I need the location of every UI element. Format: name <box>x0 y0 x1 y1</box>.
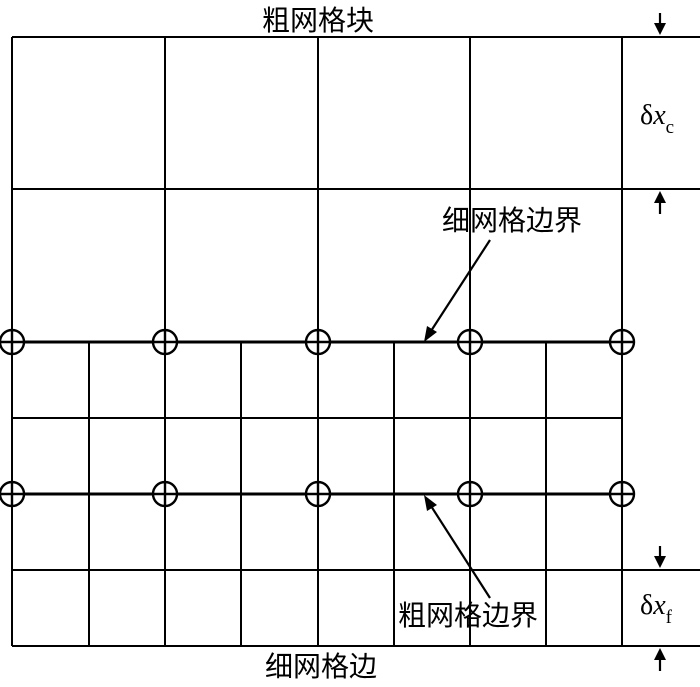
fine-boundary-pointer-line <box>430 239 491 332</box>
fine-spacing-delta: δ <box>640 590 653 621</box>
fine-spacing-subscript: f <box>666 607 673 628</box>
coarse-spacing-arrows <box>654 13 666 214</box>
coarse-spacing-delta: δ <box>640 100 653 131</box>
coarse-spacing-label: δxc <box>640 100 674 138</box>
circle-cross-node-icon <box>608 328 636 356</box>
circle-cross-node-icon <box>304 328 332 356</box>
coarse-boundary-pointer-line <box>430 505 491 599</box>
fine-boundary-pointer-head <box>424 326 437 342</box>
coarse-spacing-subscript: c <box>666 117 674 138</box>
fine-spacing-label: δxf <box>640 590 673 628</box>
coarse-grid-boundary-label: 粗网格边界 <box>398 599 538 632</box>
arrow-up-icon <box>654 191 666 214</box>
coarse-boundary-pointer-arrow <box>424 495 491 599</box>
fine-grid-boundary-label: 细网格边界 <box>442 204 582 237</box>
circle-cross-node-icon <box>151 480 179 508</box>
coarse-spacing-variable: x <box>652 100 666 131</box>
fine-spacing-variable: x <box>652 590 666 621</box>
boundary-node-row-1 <box>0 328 636 356</box>
coarse-grid-block-label: 粗网格块 <box>262 4 374 37</box>
circle-cross-node-icon <box>456 328 484 356</box>
circle-cross-node-icon <box>608 480 636 508</box>
fine-boundary-pointer-arrow <box>424 239 491 342</box>
fine-spacing-arrows <box>654 546 666 671</box>
arrow-down-icon <box>654 546 666 568</box>
circle-cross-node-icon <box>304 480 332 508</box>
circle-cross-node-icon <box>151 328 179 356</box>
circle-cross-node-icon <box>0 328 26 356</box>
arrow-up-icon <box>654 648 666 671</box>
arrow-down-icon <box>654 13 666 35</box>
boundary-node-row-2 <box>0 480 636 508</box>
circle-cross-node-icon <box>0 480 26 508</box>
circle-cross-node-icon <box>456 480 484 508</box>
fine-grid-edge-label: 细网格边 <box>265 650 377 683</box>
coarse-boundary-pointer-head <box>424 495 437 511</box>
